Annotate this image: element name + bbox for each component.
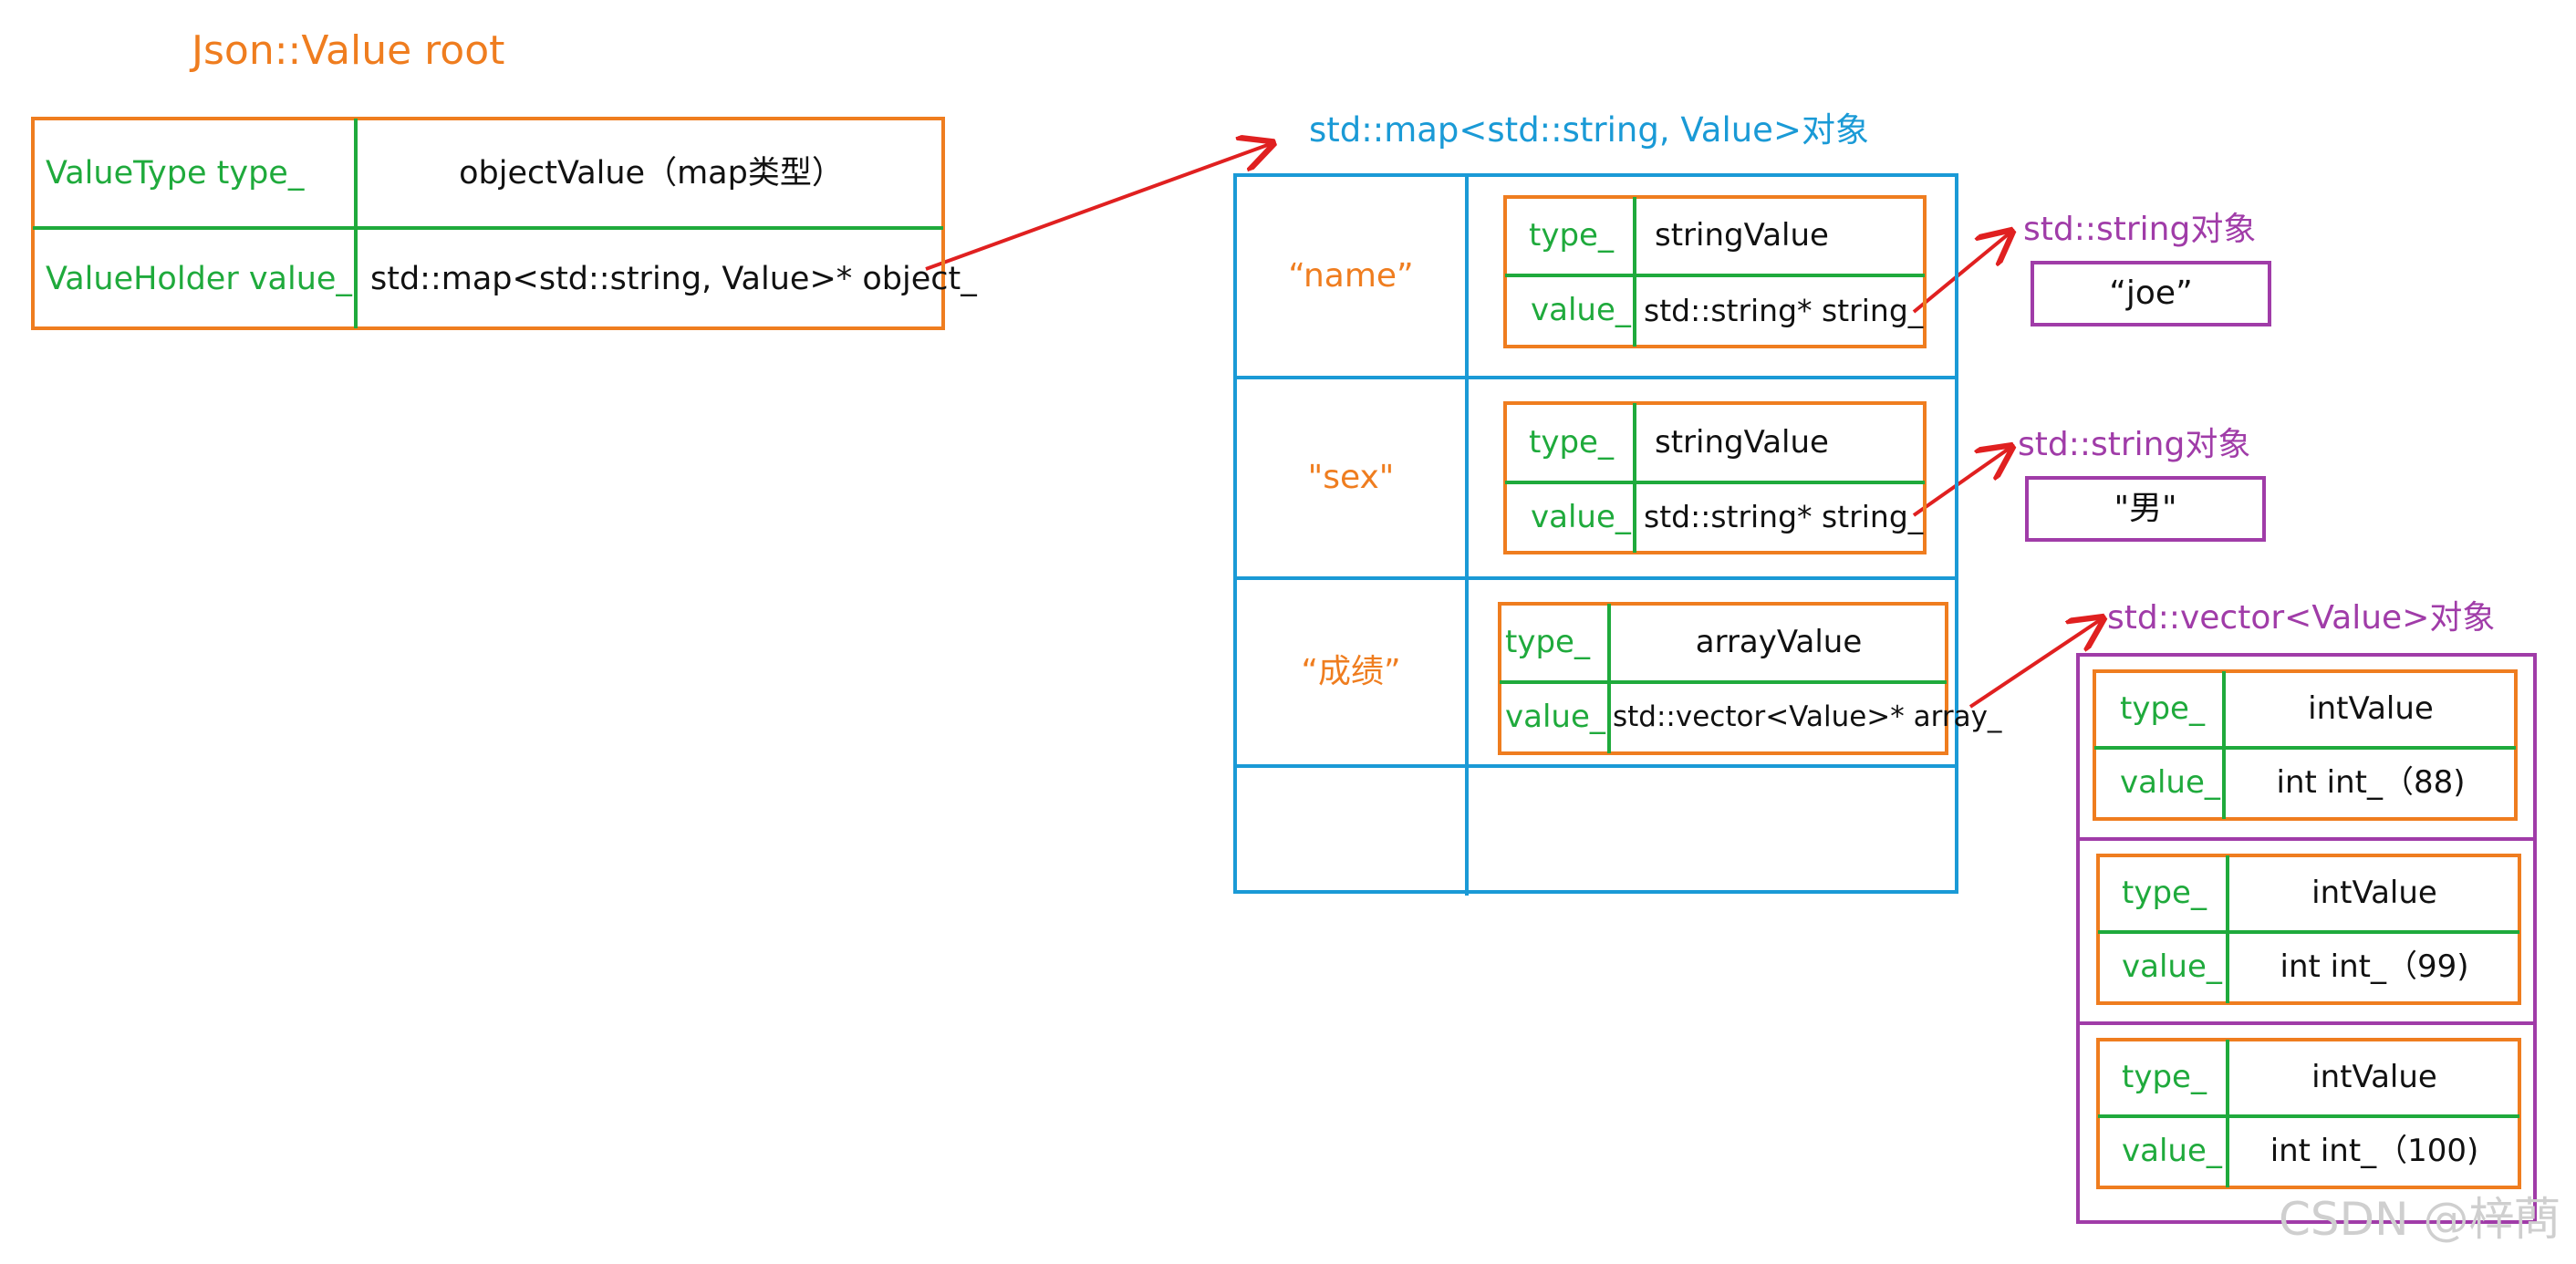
item-divider-horizontal xyxy=(2098,930,2519,934)
entry-type-value: stringValue xyxy=(1655,423,1829,461)
entry-value-label: value_ xyxy=(1531,292,1631,328)
entry-value-label: value_ xyxy=(1505,699,1605,735)
map-divider-vertical xyxy=(1465,175,1469,896)
item-value-value: int int_（88) xyxy=(2276,764,2466,801)
vector-box xyxy=(2076,653,2537,1224)
map-row-divider xyxy=(1235,376,1957,379)
item-divider-vertical xyxy=(2226,855,2229,1003)
item-type-label: type_ xyxy=(2120,690,2205,727)
entry-divider-vertical xyxy=(1633,197,1636,347)
map-entry-value-box xyxy=(1498,602,1948,755)
string-object-value: “joe” xyxy=(2031,261,2271,326)
entry-value-value: std::string* string_ xyxy=(1644,499,1924,534)
item-divider-horizontal xyxy=(2098,1114,2519,1118)
map-title: std::map<std::string, Value>对象 xyxy=(1309,110,1869,150)
vector-item-box xyxy=(2096,854,2521,1005)
root-value-value: std::map<std::string, Value>* object_ xyxy=(370,260,977,297)
item-value-label: value_ xyxy=(2122,1133,2222,1169)
item-type-value: intValue xyxy=(2311,1059,2437,1095)
entry-divider-horizontal xyxy=(1505,481,1925,484)
item-value-label: value_ xyxy=(2120,764,2220,801)
map-entry-value-box xyxy=(1503,195,1927,348)
vector-row-divider xyxy=(2078,1021,2535,1025)
entry-type-label: type_ xyxy=(1529,217,1614,254)
entry-type-label: type_ xyxy=(1505,624,1590,660)
root-divider-horizontal xyxy=(33,226,943,230)
entry-type-label: type_ xyxy=(1529,423,1614,461)
root-value-label: ValueHolder value_ xyxy=(46,260,352,297)
item-value-value: int int_（99) xyxy=(2280,948,2469,985)
root-type-value: objectValue（map类型） xyxy=(459,154,844,192)
item-type-label: type_ xyxy=(2122,875,2207,911)
vector-item-box xyxy=(2093,669,2518,821)
item-value-label: value_ xyxy=(2122,948,2222,985)
item-type-label: type_ xyxy=(2122,1059,2207,1095)
vector-row-divider xyxy=(2078,837,2535,841)
entry-type-value: arrayValue xyxy=(1695,624,1863,660)
root-divider-vertical xyxy=(354,119,358,328)
vector-item-box xyxy=(2096,1038,2521,1189)
root-value-box xyxy=(31,117,945,330)
map-key-name: “name” xyxy=(1288,257,1414,295)
entry-type-value: stringValue xyxy=(1655,217,1829,254)
vector-title: std::vector<Value>对象 xyxy=(2107,599,2496,637)
map-key-score: “成绩” xyxy=(1301,653,1401,690)
item-divider-horizontal xyxy=(2094,746,2516,750)
watermark-text: CSDN @梓蔄 xyxy=(2279,1193,2560,1246)
map-key-sex: "sex" xyxy=(1307,459,1395,496)
item-divider-vertical xyxy=(2222,671,2226,819)
item-value-value: int int_（100) xyxy=(2270,1133,2479,1169)
entry-value-value: std::string* string_ xyxy=(1644,292,1924,328)
entry-divider-vertical xyxy=(1607,604,1611,753)
item-divider-vertical xyxy=(2226,1040,2229,1187)
string-object-title: std::string对象 xyxy=(2018,426,2251,463)
entry-divider-horizontal xyxy=(1505,274,1925,277)
entry-divider-vertical xyxy=(1633,403,1636,553)
string-object-value: "男" xyxy=(2025,476,2266,542)
string-object-title: std::string对象 xyxy=(2023,211,2257,248)
map-entry-value-box xyxy=(1503,401,1927,554)
arrow-root-to-map xyxy=(925,143,1272,271)
entry-value-label: value_ xyxy=(1531,498,1631,535)
root-type-label: ValueType type_ xyxy=(46,154,305,192)
entry-divider-horizontal xyxy=(1500,680,1947,684)
entry-value-value: std::vector<Value>* array_ xyxy=(1613,699,2002,733)
map-box xyxy=(1233,173,1958,894)
map-row-divider xyxy=(1235,576,1957,580)
item-type-value: intValue xyxy=(2308,690,2434,727)
root-title: Json::Value root xyxy=(192,27,505,74)
map-row-divider xyxy=(1235,764,1957,768)
item-type-value: intValue xyxy=(2311,875,2437,911)
